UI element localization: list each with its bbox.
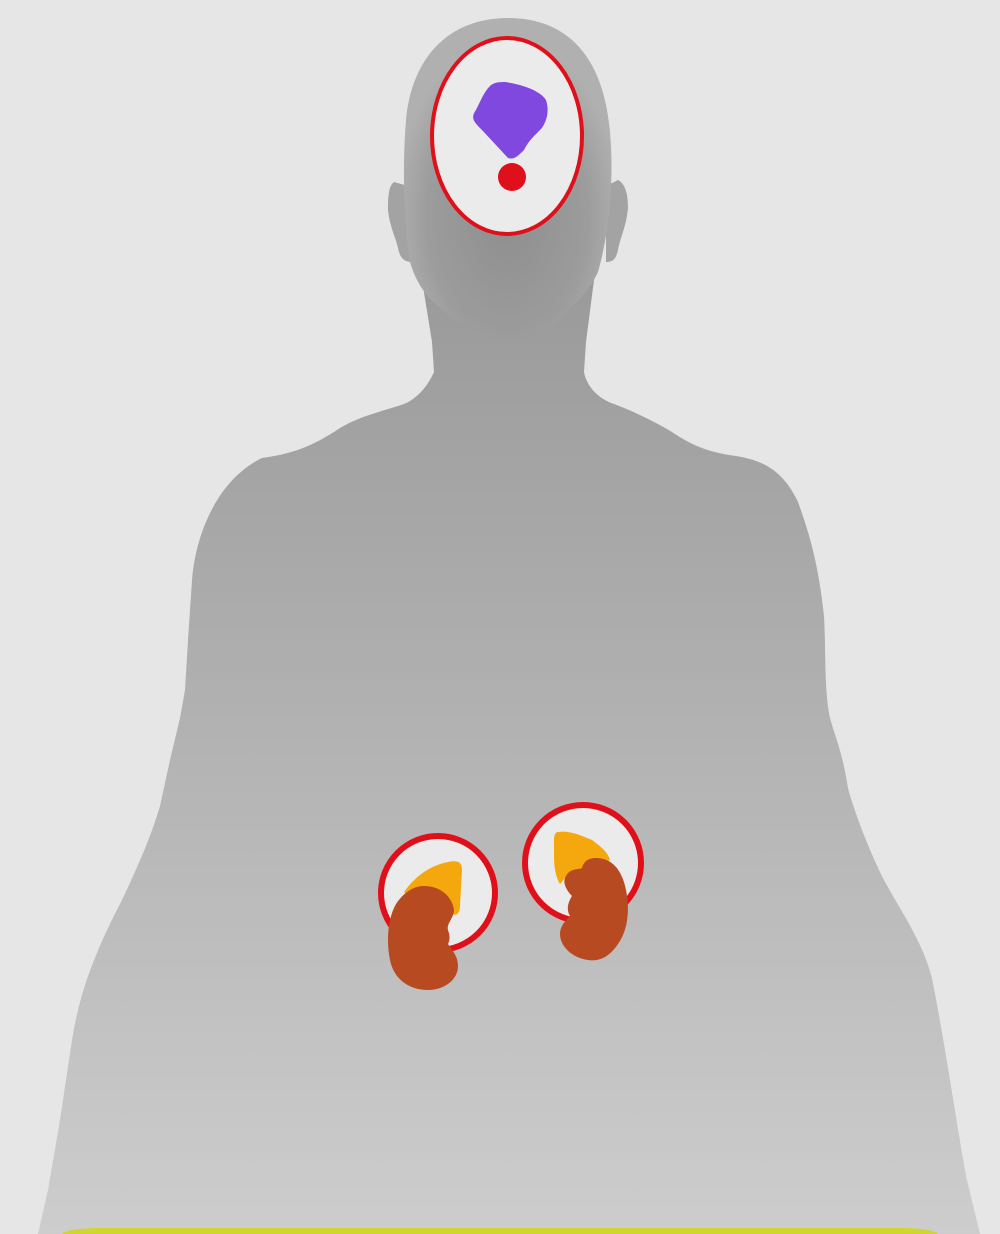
pituitary-gland-dot: [498, 163, 526, 191]
left-kidney: [388, 886, 458, 990]
bottom-accent-band: [62, 1228, 938, 1234]
